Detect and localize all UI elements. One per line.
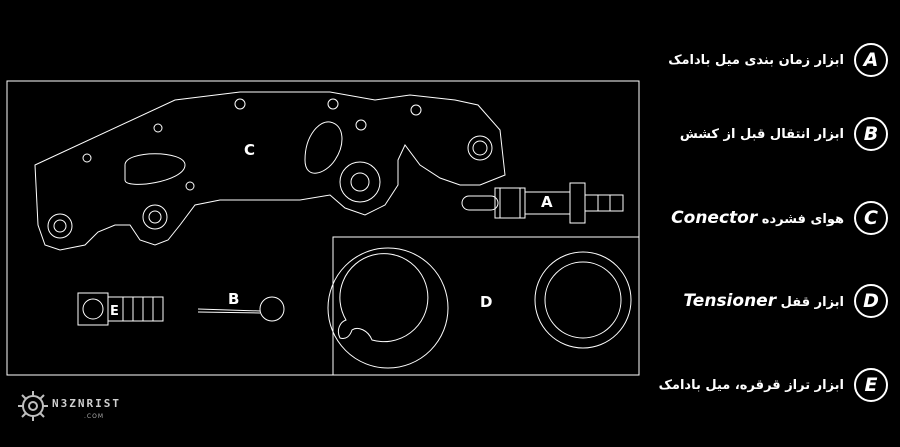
legend-item-b: ابزار انتقال قبل از کشش B [680,114,888,154]
transfer-pin [197,296,285,322]
legend-text-e: ابزار تراز قرقره، میل بادامک [658,377,844,393]
badge-e: E [854,368,888,402]
legend-item-a: ابزار زمان بندی میل بادامک A [668,40,888,80]
badge-b: B [854,117,888,151]
badge-a: A [854,43,888,77]
legend-text-d-latin: Tensioner [683,291,777,311]
label-c: C [244,141,255,159]
logo-sub: .COM [84,413,104,420]
tensioner-locks [327,247,632,369]
camshaft-plate [34,91,506,251]
legend-text-c: هوای فشرده Conector [671,208,844,228]
pulley-alignment-tool [77,292,164,326]
logo-text: N3ZNRIST [52,397,121,410]
badge-d: D [854,284,888,318]
legend-text-c-fa: هوای فشرده [761,212,844,227]
legend-item-c: هوای فشرده Conector C [671,198,888,238]
label-a: A [541,193,553,211]
air-connector [461,182,624,224]
legend-item-d: ابزار قفل Tensioner D [683,281,888,321]
outer-frame [6,80,640,376]
legend-text-c-latin: Conector [671,208,758,228]
label-e: E [110,304,119,319]
site-logo: N3ZNRIST .COM [12,383,162,433]
tensioner-frame [332,236,640,376]
label-b: B [228,290,239,308]
badge-c: C [854,201,888,235]
label-d: D [480,293,492,311]
gear-icon [18,391,48,421]
legend-text-d-fa: ابزار قفل [780,295,844,310]
legend-text-a: ابزار زمان بندی میل بادامک [668,52,844,68]
legend-item-e: ابزار تراز قرقره، میل بادامک E [659,365,888,405]
legend-text-b: ابزار انتقال قبل از کشش [679,126,844,142]
legend-text-d: ابزار قفل Tensioner [683,291,844,311]
